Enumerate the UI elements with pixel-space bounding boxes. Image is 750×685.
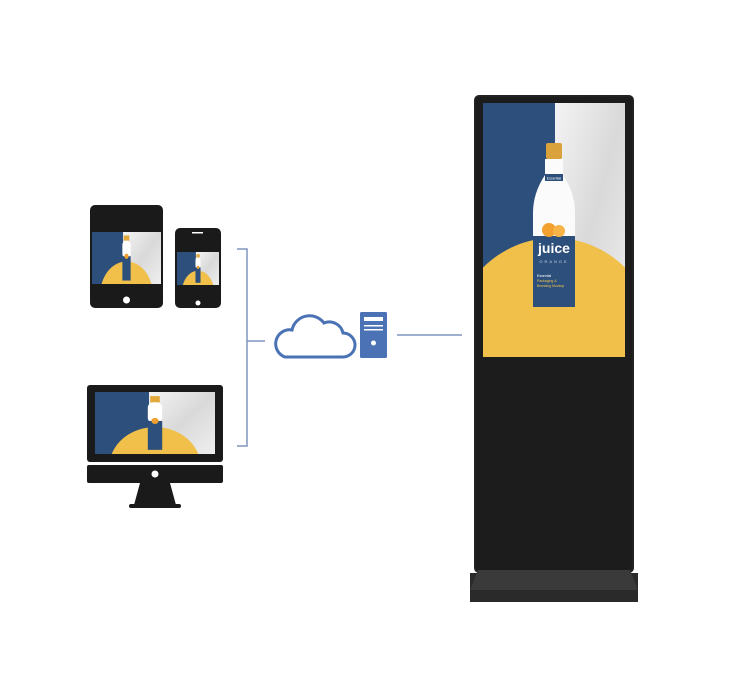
home-button-icon	[195, 300, 201, 306]
tablet-device	[90, 205, 163, 308]
kiosk-screen: Essential juice ORANGE Essential Packagi…	[483, 103, 625, 357]
tagline-line-1: Essential	[537, 274, 551, 278]
connector-bracket	[237, 248, 265, 447]
desktop-monitor-device	[87, 385, 223, 508]
bottle-tag-text: Essential	[547, 177, 561, 181]
cloud-icon	[274, 314, 357, 359]
tagline-line-2: Packaging &	[537, 279, 557, 283]
flavor-text: ORANGE	[539, 259, 568, 264]
home-button-icon	[123, 296, 130, 304]
brand-text: juice	[537, 240, 570, 256]
server-icon	[360, 312, 387, 358]
tagline-line-3: Branding Mockup	[537, 284, 564, 288]
smartphone-device	[175, 228, 221, 308]
digital-signage-kiosk: Essential juice ORANGE Essential Packagi…	[470, 95, 638, 602]
